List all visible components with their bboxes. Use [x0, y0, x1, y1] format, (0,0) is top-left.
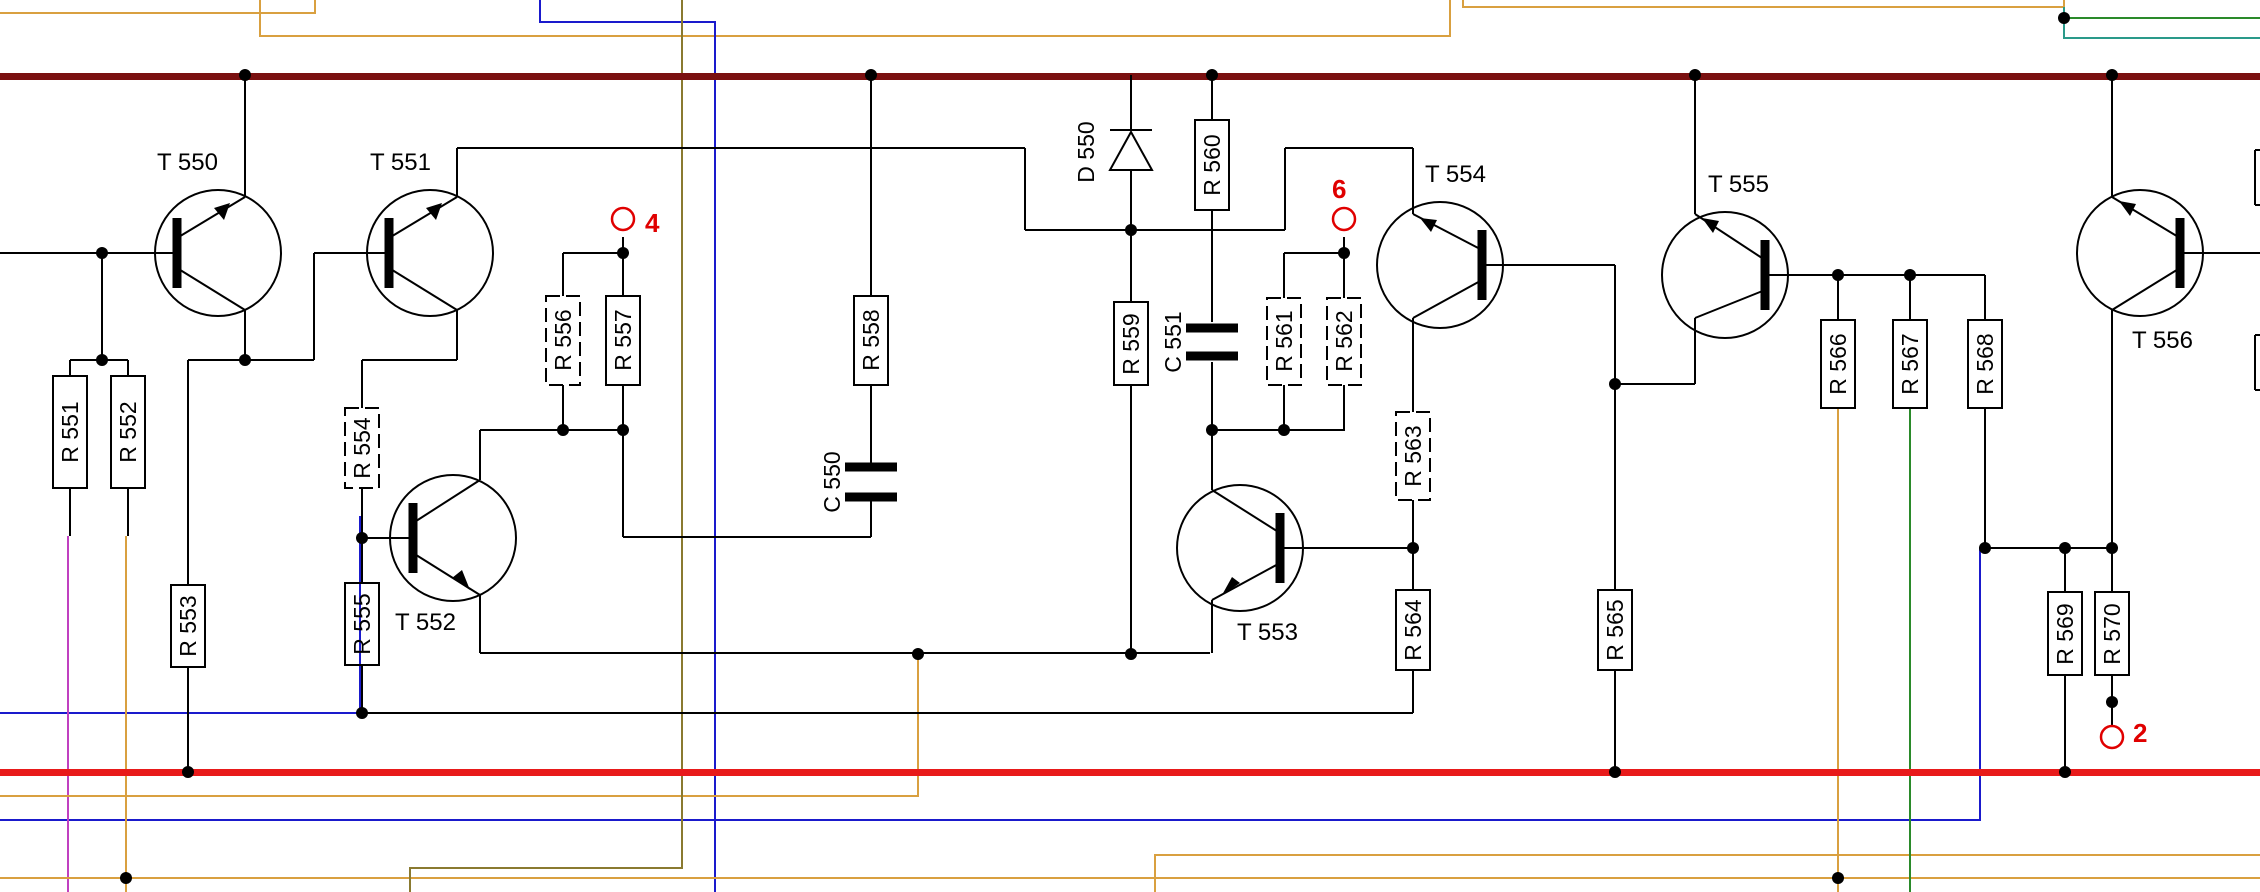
transistor-label: T 551	[370, 149, 431, 176]
capacitor-label: C 551	[1160, 311, 1186, 372]
resistor-r569: R 569	[2047, 591, 2083, 676]
resistor-label: R 570	[2099, 603, 2125, 664]
terminal-label: 6	[1332, 174, 1346, 204]
junction-dots	[96, 12, 2118, 884]
resistor-r566: R 566	[1820, 319, 1856, 409]
resistor-r558: R 558	[853, 295, 889, 386]
resistor-r563: R 563	[1395, 411, 1431, 501]
transistor-label: T 552	[395, 609, 456, 636]
resistor-r568: R 568	[1967, 319, 2003, 409]
transistor-label: T 553	[1237, 619, 1298, 646]
resistor-label: R 565	[1602, 599, 1628, 660]
transistor-t552: T 552	[389, 474, 517, 636]
resistor-label: R 564	[1400, 599, 1426, 661]
resistor-r562: R 562	[1326, 297, 1362, 386]
terminal-2: 2	[2099, 718, 2147, 750]
black-wires	[0, 75, 2260, 772]
capacitor-c550: C 550	[819, 451, 897, 513]
resistor-label: R 569	[2052, 603, 2078, 664]
resistor-r552: R 552	[110, 375, 146, 489]
resistor-r554: R 554	[344, 407, 380, 489]
resistor-label: R 562	[1331, 310, 1357, 371]
capacitor-label: C 550	[819, 451, 845, 512]
diode-label: D 550	[1073, 121, 1099, 182]
transistor-label: T 550	[157, 149, 218, 176]
terminal-label: 4	[645, 208, 660, 238]
resistor-r556: R 556	[545, 295, 581, 386]
resistor-r555: R 555	[344, 582, 380, 666]
transistor-t555: T 555	[1661, 171, 1789, 339]
resistor-label: R 566	[1825, 333, 1851, 394]
transistor-t550: T 550	[154, 149, 282, 317]
transistor-label: T 556	[2132, 327, 2193, 354]
transistor-t556: T 556	[2076, 189, 2210, 354]
resistor-label: R 553	[175, 595, 201, 656]
resistor-label: R 552	[115, 401, 141, 462]
transistor-t554: T 554	[1376, 161, 1504, 329]
resistor-label: R 563	[1400, 425, 1426, 486]
resistor-r565: R 565	[1597, 589, 1633, 671]
partial-component-right-edge	[2254, 149, 2260, 391]
resistor-label: R 558	[858, 309, 884, 370]
terminal-label: 2	[2133, 718, 2147, 748]
resistor-label: R 561	[1271, 310, 1297, 371]
resistor-label: R 567	[1897, 333, 1923, 394]
terminal-4: 4	[610, 206, 660, 238]
transistor-label: T 555	[1708, 171, 1769, 198]
resistor-r560: R 560	[1194, 119, 1230, 211]
resistor-label: R 551	[57, 401, 83, 462]
bottom-power-rail	[0, 769, 2260, 776]
resistor-label: R 559	[1118, 313, 1144, 374]
terminal-6: 6	[1331, 174, 1357, 232]
resistor-label: R 556	[550, 309, 576, 370]
resistor-r564: R 564	[1395, 589, 1431, 671]
capacitor-c551: C 551	[1160, 311, 1238, 373]
resistor-label: R 568	[1972, 333, 1998, 394]
resistor-r567: R 567	[1892, 319, 1928, 409]
resistor-label: R 554	[349, 417, 375, 479]
resistor-r551: R 551	[52, 375, 88, 489]
resistor-label: R 557	[610, 309, 636, 370]
resistor-label: R 560	[1199, 134, 1225, 195]
resistor-r559: R 559	[1113, 301, 1149, 386]
diode-d550: D 550	[1073, 121, 1154, 183]
resistor-r553: R 553	[170, 584, 206, 668]
transistor-t553: T 553	[1176, 484, 1310, 646]
resistor-label: R 555	[349, 593, 375, 654]
resistor-r561: R 561	[1266, 297, 1302, 386]
resistor-r570: R 570	[2094, 591, 2130, 676]
transistor-t551: T 551	[360, 149, 494, 317]
resistor-r557: R 557	[605, 295, 641, 386]
transistor-label: T 554	[1425, 161, 1486, 188]
